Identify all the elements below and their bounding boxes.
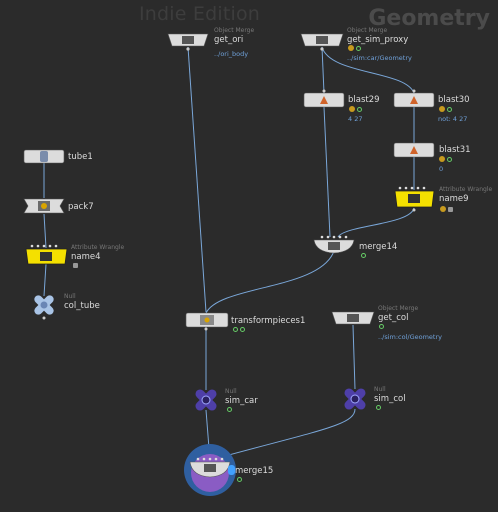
status-ok-icon: [237, 477, 242, 482]
node-col_tube-label[interactable]: col_tube: [64, 301, 100, 311]
node-get_sim_proxy-flags: [348, 45, 361, 51]
wire-sim_col-merge15: [213, 408, 356, 460]
node-get_ori-info: ../ori_body: [214, 50, 249, 58]
node-name4-flags: [73, 263, 78, 268]
node-sim_col-label[interactable]: sim_col: [374, 394, 406, 404]
node-get_ori-label[interactable]: get_ori: [214, 35, 244, 45]
wire-merge14-transformpieces1: [205, 250, 335, 314]
node-get_sim_proxy-info: ../sim:car/Geometry: [347, 54, 412, 62]
node-tube1-label[interactable]: tube1: [68, 152, 93, 162]
node-blast31-flags: [439, 156, 452, 162]
node-merge15-label[interactable]: merge15: [235, 466, 274, 476]
node-blast31-info: 0: [439, 165, 444, 173]
lock-icon: [73, 263, 78, 268]
node-name4-label[interactable]: name4: [71, 252, 101, 262]
node-name9-flags: [440, 206, 453, 212]
node-get_col-type: Object Merge: [378, 305, 419, 312]
wire-pack7-name4: [43, 213, 47, 249]
context-title: Geometry: [368, 6, 490, 31]
warning-icon: [439, 156, 445, 162]
node-name4-type: Attribute Wrangle: [71, 244, 125, 251]
node-blast30-flags: [439, 106, 452, 112]
node-blast31-label[interactable]: blast31: [439, 145, 471, 155]
status-ok-icon: [227, 407, 232, 412]
wire-get_col-sim_col: [352, 324, 356, 390]
node-sim_car-flags: [227, 407, 232, 412]
node-blast29-flags: [349, 106, 362, 112]
node-col_tube-type: Null: [64, 293, 76, 300]
wire-get_ori-transformpieces1: [187, 46, 207, 313]
wire-name4-col_tube: [43, 263, 47, 297]
wire-name9-merge14: [337, 207, 415, 238]
node-merge15-flags: [237, 477, 242, 482]
wire-get_sim_proxy-blast29: [321, 46, 325, 94]
warning-icon: [440, 206, 446, 212]
status-ok-icon: [357, 106, 362, 112]
edition-watermark: Indie Edition: [139, 3, 261, 25]
node-name9-label[interactable]: name9: [439, 194, 469, 204]
status-ok-icon: [361, 253, 366, 258]
node-sim_col-flags: [376, 405, 381, 410]
wire-get_sim_proxy-blast30: [321, 46, 415, 94]
node-transformpieces1-label[interactable]: transformpieces1: [231, 316, 306, 326]
status-ok-icon: [233, 327, 238, 332]
status-ok-icon: [376, 405, 381, 410]
status-ok-icon: [447, 156, 452, 162]
status-ok-icon: [356, 45, 361, 51]
warning-icon: [439, 106, 445, 112]
node-sim_car-label[interactable]: sim_car: [225, 396, 258, 406]
node-blast30-label[interactable]: blast30: [438, 95, 470, 105]
node-get_ori-type: Object Merge: [214, 27, 255, 34]
node-sim_car-type: Null: [225, 388, 237, 395]
node-get_col-info: ../sim:col/Geometry: [378, 333, 442, 341]
node-blast30-info: not: 4 27: [438, 115, 468, 123]
node-get_col-label[interactable]: get_col: [378, 313, 409, 323]
status-ok-icon: [240, 327, 245, 332]
node-merge14-flags: [361, 253, 366, 258]
node-sim_col-type: Null: [374, 386, 386, 393]
node-merge14-label[interactable]: merge14: [359, 242, 398, 252]
wire-sim_car-merge15: [205, 409, 211, 462]
status-ok-icon: [447, 106, 452, 112]
wire-blast29-merge14: [323, 106, 331, 238]
node-get_sim_proxy-type: Object Merge: [347, 27, 388, 34]
node-blast29-info: 4 27: [348, 115, 363, 123]
node-get_col-flags: [379, 324, 384, 329]
warning-icon: [349, 106, 355, 112]
lock-icon: [448, 206, 453, 212]
node-transformpieces1-flags: [233, 327, 245, 332]
node-name9-type: Attribute Wrangle: [439, 186, 493, 193]
status-ok-icon: [379, 324, 384, 329]
node-get_sim_proxy-label[interactable]: get_sim_proxy: [347, 35, 409, 45]
node-pack7-label[interactable]: pack7: [68, 202, 94, 212]
node-blast29-label[interactable]: blast29: [348, 95, 380, 105]
warning-icon: [348, 45, 354, 51]
